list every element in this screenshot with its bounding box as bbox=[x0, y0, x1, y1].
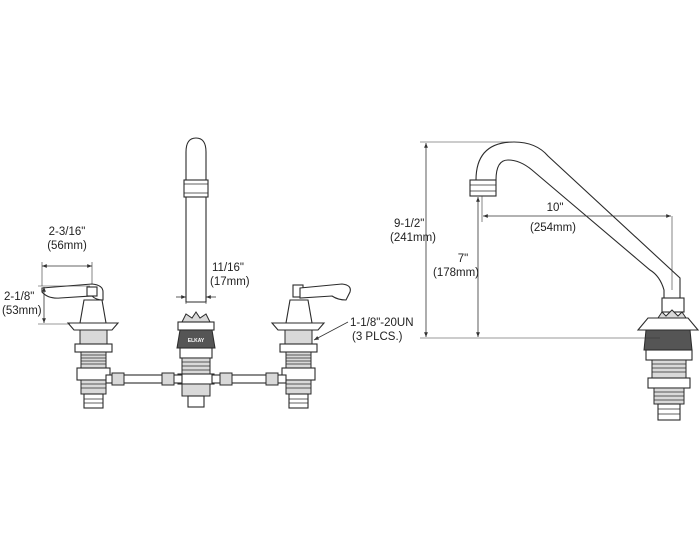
handle-height-metric: (53mm) bbox=[2, 305, 42, 317]
dim-total-height: 9-1/2" (241mm) bbox=[390, 143, 436, 337]
handle-spread-metric: (56mm) bbox=[47, 240, 87, 252]
left-valve-body bbox=[74, 329, 113, 409]
side-elevation-view: 9-1/2" (241mm) 10" (254mm) 7" (178mm) bbox=[390, 141, 700, 421]
spout-clearance-metric: (178mm) bbox=[433, 267, 479, 279]
handle-spread-imperial: 2-3/16" bbox=[49, 226, 86, 238]
dim-handle-height: 2-1/8" (53mm) bbox=[2, 285, 90, 325]
thread-callout: 1-1/8"-20UN (3 PLCS.) bbox=[313, 317, 414, 343]
right-handle bbox=[270, 283, 351, 331]
center-spout: ELKAY bbox=[176, 137, 216, 408]
dim-spout-reach: 10" (254mm) bbox=[481, 196, 673, 290]
total-height-metric: (241mm) bbox=[390, 232, 436, 244]
total-height-imperial: 9-1/2" bbox=[394, 218, 424, 230]
spout-diameter-metric: (17mm) bbox=[210, 276, 250, 288]
dim-spout-diameter: 11/16" (17mm) bbox=[176, 262, 250, 304]
thread-spec-line1: 1-1/8"-20UN bbox=[350, 317, 414, 329]
spout-clearance-imperial: 7" bbox=[458, 253, 468, 265]
gooseneck-spout bbox=[469, 141, 687, 319]
thread-spec-line2: (3 PLCS.) bbox=[352, 331, 403, 343]
handle-height-imperial: 2-1/8" bbox=[4, 291, 34, 303]
dim-spout-clearance: 7" (178mm) bbox=[433, 197, 480, 337]
spout-reach-imperial: 10" bbox=[547, 202, 564, 214]
spout-diameter-imperial: 11/16" bbox=[212, 262, 244, 274]
dim-handle-spread: 2-3/16" (56mm) bbox=[41, 226, 93, 286]
right-valve-body bbox=[279, 329, 318, 409]
brand-mark: ELKAY bbox=[188, 338, 205, 344]
spout-reach-metric: (254mm) bbox=[530, 222, 576, 234]
spout-base bbox=[636, 317, 700, 421]
left-handle bbox=[41, 283, 120, 331]
front-elevation-view: ELKAY bbox=[2, 137, 414, 409]
supply-tubes bbox=[105, 372, 287, 386]
